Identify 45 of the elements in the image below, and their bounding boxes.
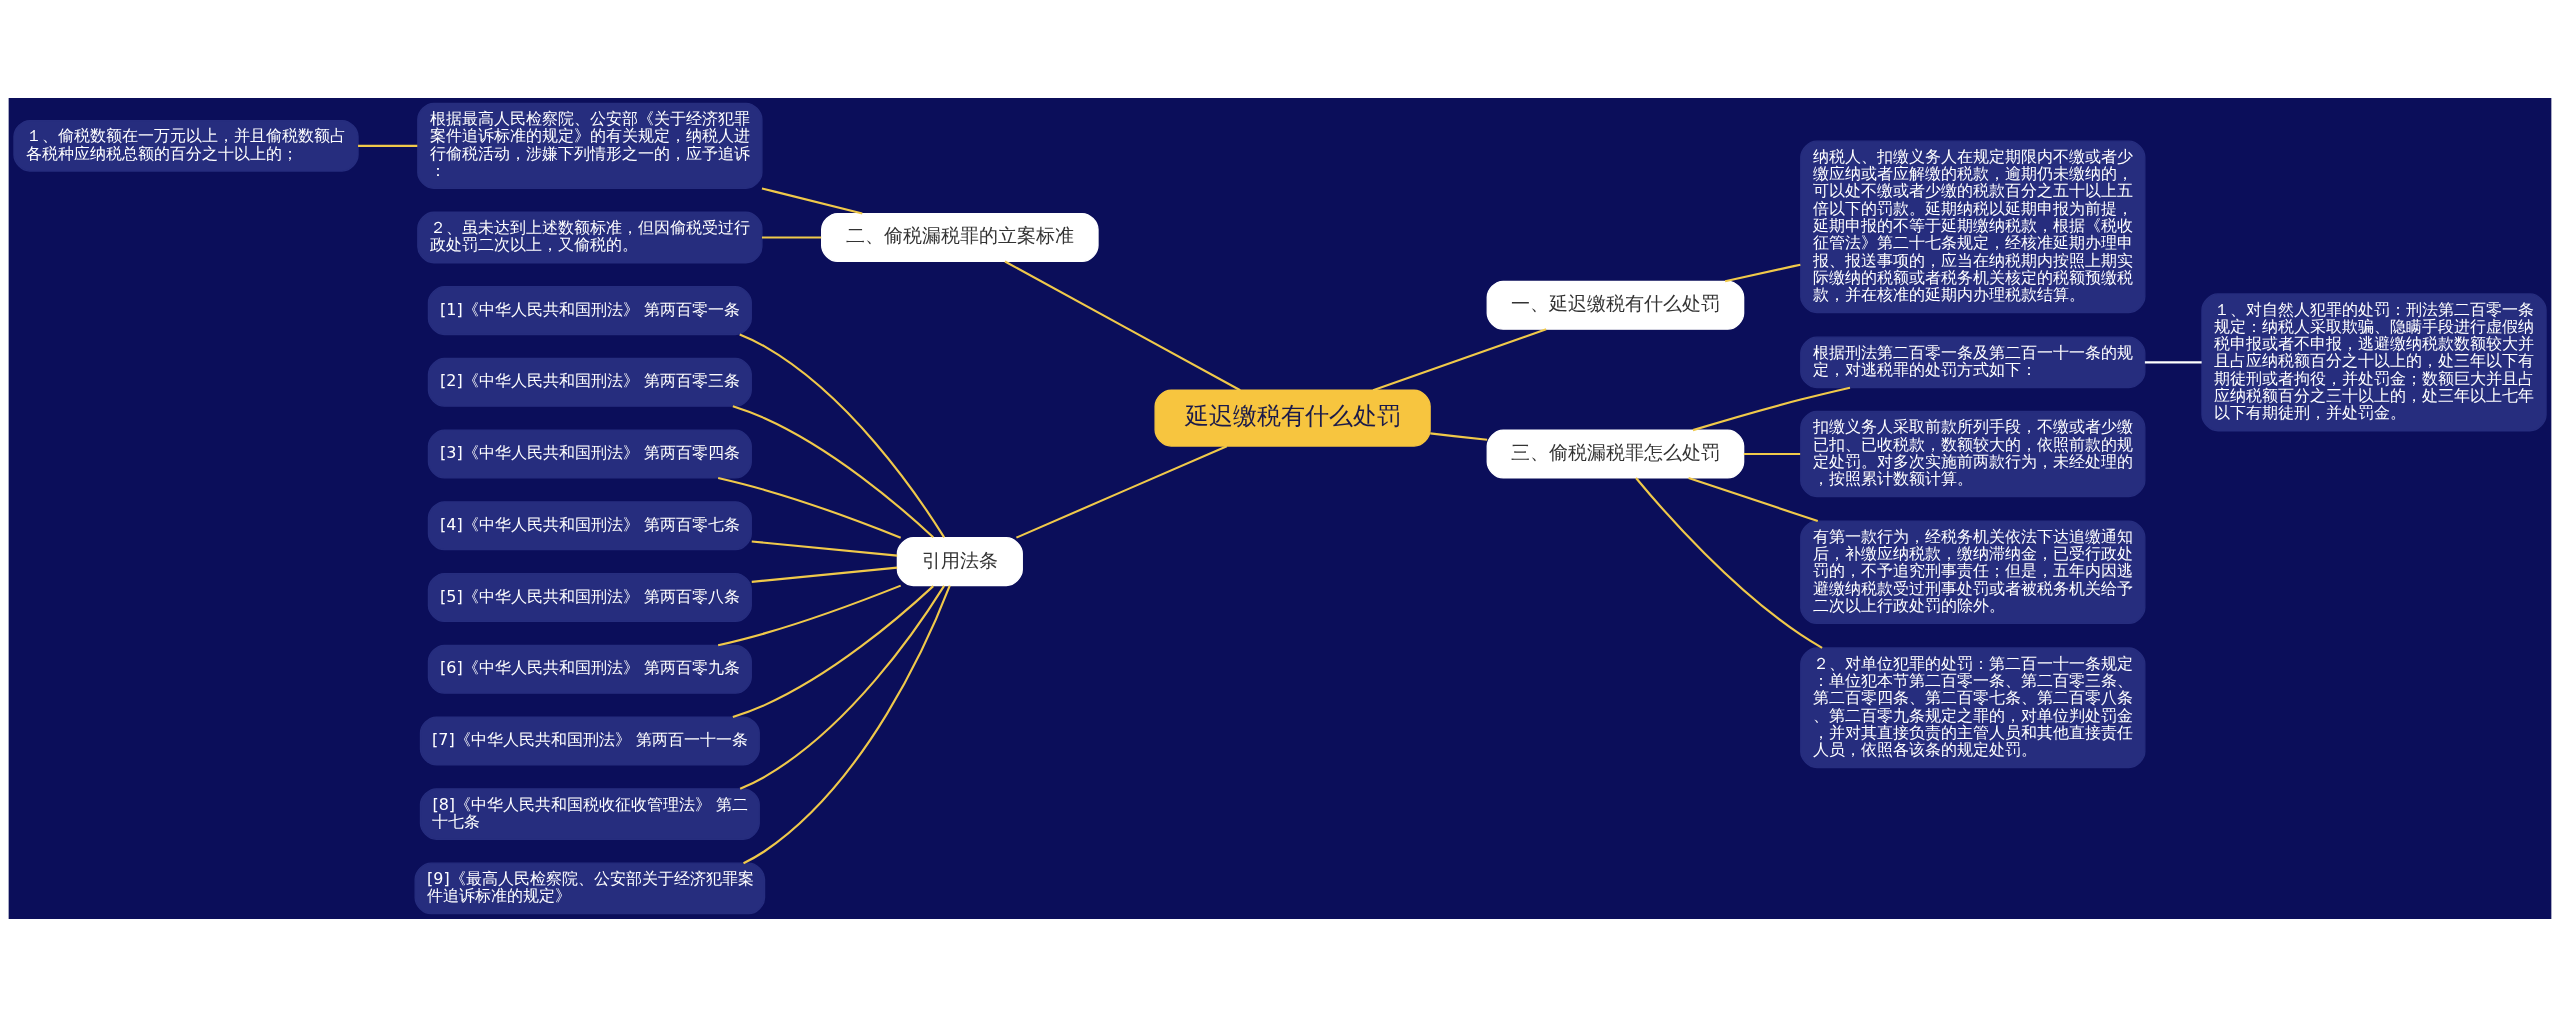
connector — [717, 476, 902, 539]
connector — [1372, 327, 1547, 391]
node-box: 根据最高人民检察院、公安部《关于经济犯罪案件追诉标准的规定》的有关规定，纳税人进行偷税活动，涉嫌下列情形之一的，应予追诉： — [417, 102, 763, 189]
node-box: [6]《中华人民共和国刑法》 第两百零九条 — [427, 644, 752, 694]
node-box: [8]《中华人民共和国税收征收管理法》 第二十七条 — [419, 787, 760, 840]
connector — [1430, 431, 1488, 441]
connector — [1743, 452, 1801, 455]
node-box: [4]《中华人民共和国刑法》 第两百零七条 — [427, 500, 752, 550]
node-box: １、偷税数额在一万元以上，并且偷税数额占各税种应纳税总额的百分之十以上的； — [13, 119, 359, 172]
connector — [732, 404, 934, 538]
node-box: [5]《中华人民共和国刑法》 第两百零八条 — [427, 572, 752, 622]
node-box: 二、偷税漏税罪的立案标准 — [821, 212, 1099, 262]
node-box: 纳税人、扣缴义务人在规定期限内不缴或者少缴应纳或者应解缴的税款，逾期仍未缴纳的，可以处不缴或者少缴的税款百分之五十以上五倍以下的罚款。延期纳税以延期申报为前提，延期申报的不等于延期缴纳税款，根据《税收征管法》第二十七条规定，经核准延期办理申报、报送事项的，应当在纳税期内按照上期实际缴纳的税额或者税务机关核定的税额预缴税款，并在核准的延期内办理税款结算。 — [1800, 140, 2146, 313]
node-box: 三、偷税漏税罪怎么处罚 — [1486, 428, 1745, 479]
connector — [743, 584, 951, 864]
node-box: ２、对单位犯罪的处罚：第二百一十一条规定：单位犯本节第二百零一条、第二百零三条、第二百零四条、第二百零七条、第二百零八条、第二百零九条规定之罪的，对单位判处罚金，并对其直接负责的主管人员和其他直接责任人员，依照各该条的规定处罚。 — [1800, 646, 2146, 768]
connector — [1016, 444, 1228, 539]
node-box: [3]《中华人民共和国刑法》 第两百零四条 — [427, 428, 752, 479]
node-box: 根据刑法第二百零一条及第二百一十一条的规定，对逃税罪的处罚方式如下： — [1800, 335, 2146, 388]
connector — [1688, 476, 1819, 522]
connector — [1692, 386, 1851, 431]
connector — [761, 235, 822, 239]
connector — [761, 186, 863, 214]
connector — [1004, 260, 1241, 391]
connector — [751, 566, 898, 583]
node-box: 扣缴义务人采取前款所列手段，不缴或者少缴已扣、已收税款，数额较大的，依照前款的规定处罚。对多次实施前两款行为，未经处理的，按照累计数额计算。 — [1800, 410, 2146, 497]
node-box: ２、虽未达到上述数额标准，但因偷税受过行政处罚二次以上，又偷税的。 — [417, 211, 763, 263]
connector — [1724, 263, 1801, 282]
node-box: 一、延迟缴税有什么处罚 — [1486, 280, 1745, 330]
connector — [732, 584, 934, 718]
node-box: 引用法条 — [896, 536, 1023, 586]
node-box: [1]《中华人民共和国刑法》 第两百零一条 — [427, 285, 752, 335]
connector — [2144, 360, 2202, 363]
connector — [739, 333, 946, 538]
node-box: [7]《中华人民共和国刑法》 第两百一十一条 — [419, 715, 760, 766]
connector — [358, 144, 418, 147]
connector — [1635, 476, 1823, 649]
connector — [751, 539, 898, 557]
connector — [739, 584, 945, 790]
node-box: [9]《最高人民检察院、公安部关于经济犯罪案件追诉标准的规定》 — [414, 862, 766, 914]
connector — [717, 584, 902, 646]
node-box: １、对自然人犯罪的处罚：刑法第二百零一条规定：纳税人采取欺骗、隐瞒手段进行虚假纳税申报或者不申报，逃避缴纳税款数额较大并且占应纳税额百分之十以上的，处三年以下有期徒刑或者拘役，并处罚金；数额巨大并且占应纳税额百分之三十以上的，处三年以上七年以下有期徒刑，并处罚金。 — [2201, 292, 2547, 431]
node-box: [2]《中华人民共和国刑法》 第两百零三条 — [427, 357, 752, 407]
node-box: 有第一款行为，经税务机关依法下达追缴通知后，补缴应纳税款，缴纳滞纳金，已受行政处罚的，不予追究刑事责任；但是，五年内因逃避缴纳税款受过刑事处罚或者被税务机关给予二次以上行政处罚的除外。 — [1800, 519, 2146, 624]
node-box: 延迟缴税有什么处罚 — [1154, 389, 1431, 447]
